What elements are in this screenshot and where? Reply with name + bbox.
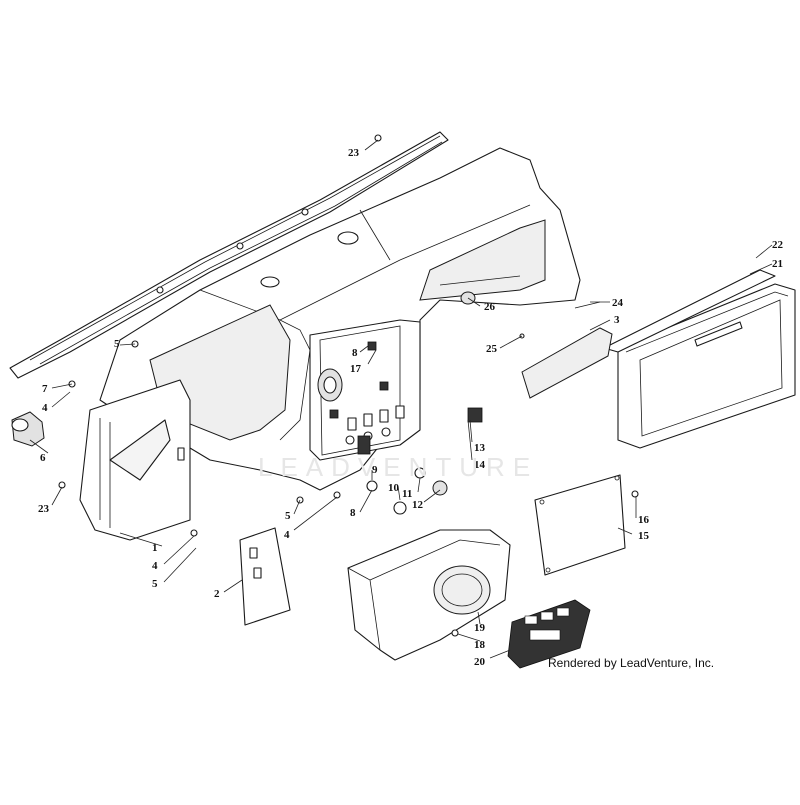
callout-26: 26: [484, 301, 496, 313]
callout-9: 9: [372, 464, 378, 476]
callout-15: 15: [638, 530, 650, 542]
callout-22: 22: [772, 239, 784, 251]
watermark-text: LEADVENTURE: [258, 452, 539, 482]
gauge-hood: [347, 529, 511, 661]
decal-panel: [239, 527, 291, 626]
callout-11: 11: [402, 488, 412, 500]
callout-labels: 23 22 21 24 3 26 25 5 8 17 7 4 6 13 14 9…: [38, 147, 784, 668]
callout-12: 12: [412, 499, 424, 511]
cover-plate: [534, 474, 626, 576]
callout-4-left: 4: [42, 402, 48, 414]
callout-5-lower: 5: [152, 578, 158, 590]
callout-23-top: 23: [348, 147, 360, 159]
callout-25: 25: [486, 343, 498, 355]
callout-23-left: 23: [38, 503, 50, 515]
center-switch-panel: [309, 319, 421, 461]
callout-5-middle: 5: [285, 510, 291, 522]
callout-6: 6: [40, 452, 46, 464]
callout-8-upper: 8: [352, 347, 358, 359]
callout-4-lower: 4: [152, 560, 158, 572]
callout-2: 2: [214, 588, 220, 600]
glovebox-trim: [521, 327, 613, 399]
callout-13: 13: [474, 442, 486, 454]
instrument-cluster: [507, 599, 591, 669]
callout-18: 18: [474, 639, 486, 651]
callout-7: 7: [42, 383, 48, 395]
callout-17: 17: [350, 363, 362, 375]
render-credit: Rendered by LeadVenture, Inc.: [548, 656, 715, 670]
callout-3: 3: [614, 314, 620, 326]
small-fittings: [11, 134, 639, 637]
callout-21: 21: [772, 258, 783, 270]
callout-10: 10: [388, 482, 400, 494]
callout-4-middle: 4: [284, 529, 290, 541]
callout-16: 16: [638, 514, 650, 526]
callout-1: 1: [152, 542, 158, 554]
callout-19: 19: [474, 622, 486, 634]
callout-24: 24: [612, 297, 624, 309]
dash-top-trim-strip: [9, 131, 449, 379]
leader-lines: [29, 139, 773, 659]
dash-main-body: [79, 147, 581, 541]
callout-20: 20: [474, 656, 486, 668]
callout-14: 14: [474, 459, 486, 471]
glovebox-door: [603, 269, 796, 449]
callout-5-upper: 5: [114, 338, 120, 350]
callout-8-lower: 8: [350, 507, 356, 519]
